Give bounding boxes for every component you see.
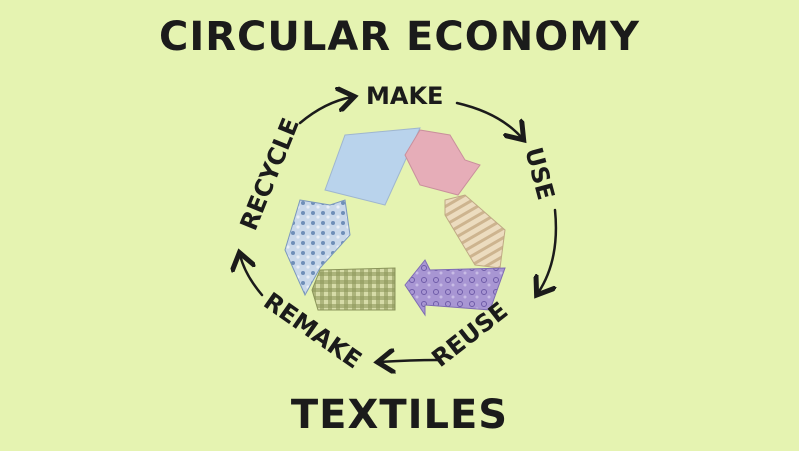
- purple-paisley-fabric: [404, 259, 506, 317]
- title-textiles: TEXTILES: [290, 392, 509, 438]
- pink-fabric: [404, 129, 481, 196]
- recycle-symbol: [284, 127, 506, 317]
- green-gingham-fabric: [311, 267, 396, 311]
- light-blue-fabric: [324, 127, 421, 206]
- striped-beige-fabric: [444, 194, 506, 269]
- stage-recycle: RECYCLE: [235, 114, 305, 234]
- stage-make: MAKE: [366, 82, 443, 110]
- arrow-remake-to-recycle: [240, 255, 264, 297]
- blue-floral-fabric: [284, 199, 351, 297]
- arrow-make-to-use: [455, 101, 522, 138]
- stage-use: USE: [519, 144, 560, 203]
- title-circular-economy: CIRCULAR ECONOMY: [159, 14, 640, 60]
- arrow-use-to-reuse: [538, 208, 558, 293]
- arrow-reuse-to-remake: [380, 360, 440, 362]
- arrow-recycle-to-make: [298, 97, 352, 125]
